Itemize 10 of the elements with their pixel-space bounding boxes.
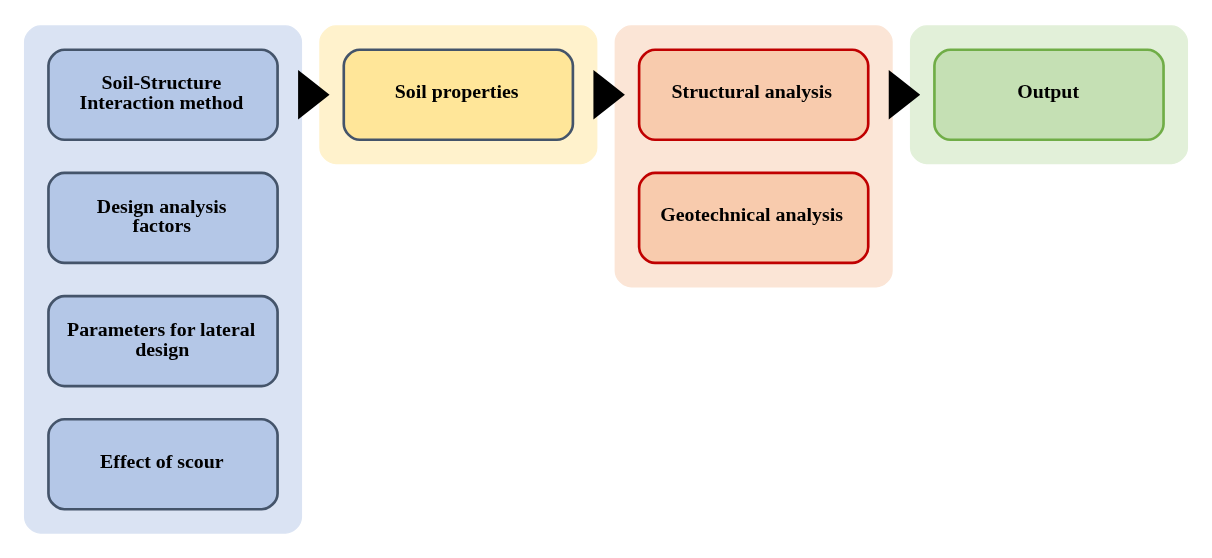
node-box: Soil properties — [342, 47, 575, 141]
node-box: Effect of scour — [47, 417, 279, 511]
node-box: Output — [933, 47, 1165, 141]
arrow — [888, 69, 921, 120]
node-box: Structural analysis — [637, 47, 870, 141]
cluster — [909, 24, 1189, 164]
node-box: Parameters for lateral design — [47, 294, 279, 387]
node-box: Soil-Structure Interaction method — [47, 47, 279, 141]
node-box: Geotechnical analysis — [637, 171, 870, 264]
node-box: Design analysis factors — [47, 171, 279, 264]
